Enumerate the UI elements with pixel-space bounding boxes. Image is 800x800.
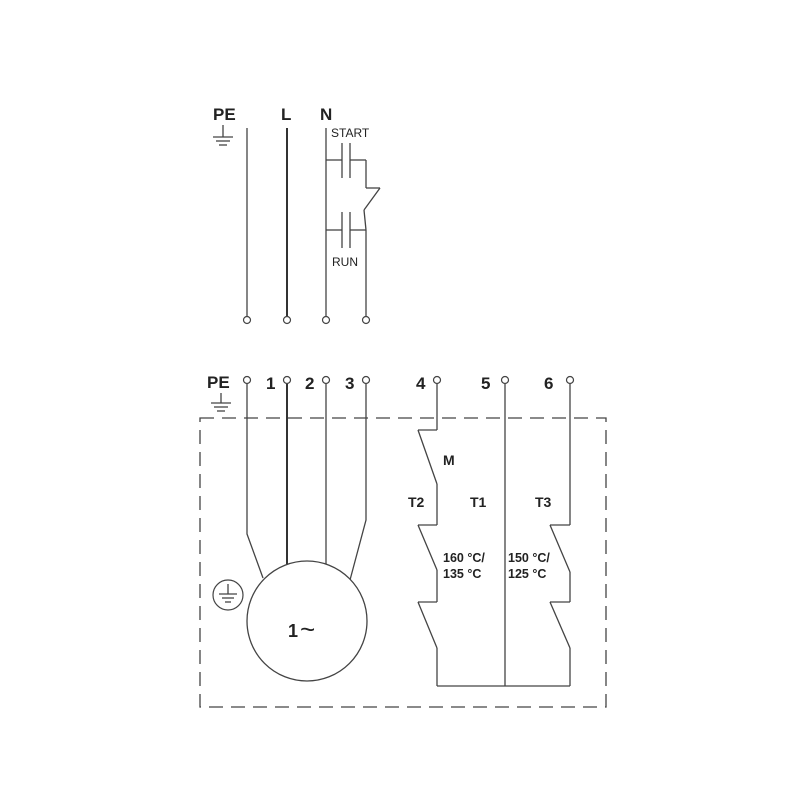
start-switch-arm xyxy=(363,187,381,211)
motor-terminal-2 xyxy=(321,375,331,385)
terminal-2-label: 2 xyxy=(305,374,314,393)
motor-terminal-pe xyxy=(242,375,252,385)
t3-temp-line2: 125 °C xyxy=(508,567,546,581)
motor-terminal-1 xyxy=(282,375,292,385)
motor-terminal-5 xyxy=(500,375,510,385)
motor-terminal-4 xyxy=(432,375,442,385)
wire-3-to-motor xyxy=(349,384,367,581)
motor-phase-label: 1 xyxy=(288,621,298,641)
supply-terminal-l xyxy=(282,315,292,325)
wire-pe-to-motor xyxy=(246,384,264,579)
terminal-5-label: 5 xyxy=(481,374,490,393)
t2-temp-line1: 160 °C/ xyxy=(443,551,485,565)
supply-terminal-run xyxy=(361,315,371,325)
start-label: START xyxy=(331,126,370,140)
supply-terminal-n xyxy=(321,315,331,325)
motor-circle xyxy=(246,560,368,682)
terminal-1-label: 1 xyxy=(266,374,275,393)
supply-ground-icon xyxy=(213,125,233,146)
supply-pe-label: PE xyxy=(213,105,236,124)
t3-label: T3 xyxy=(535,494,552,510)
run-label: RUN xyxy=(332,255,358,269)
terminal-6-label: 6 xyxy=(544,374,553,393)
terminal-4-label: 4 xyxy=(416,374,426,393)
m-label: M xyxy=(443,452,455,468)
supply-l-label: L xyxy=(281,105,291,124)
supply-terminal-pe xyxy=(242,315,252,325)
t2-temp-line2: 135 °C xyxy=(443,567,481,581)
t3-temp-line1: 150 °C/ xyxy=(508,551,550,565)
protective-earth-icon xyxy=(212,579,244,611)
run-contact xyxy=(326,209,367,248)
motor-terminal-6 xyxy=(565,375,575,385)
motor-enclosure xyxy=(199,417,607,708)
motor-section: PE 1 2 3 4 5 6 1 ~ xyxy=(199,373,607,708)
terminal-4-circuit xyxy=(417,384,438,686)
terminal-6-circuit xyxy=(549,384,571,686)
t1-label: T1 xyxy=(470,494,487,510)
motor-ground-icon xyxy=(211,393,231,412)
motor-terminal-3 xyxy=(361,375,371,385)
terminal-3-label: 3 xyxy=(345,374,354,393)
supply-section: PE L N START xyxy=(213,105,381,325)
supply-n-label: N xyxy=(320,105,332,124)
motor-pe-label: PE xyxy=(207,373,230,392)
start-contact xyxy=(326,143,367,188)
motor-ac-symbol: ~ xyxy=(300,614,315,644)
t2-label: T2 xyxy=(408,494,425,510)
